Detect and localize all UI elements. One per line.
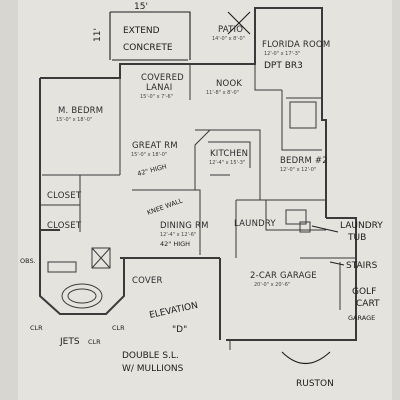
master-bedroom-dimension: 15'-0" x 18'-0" (56, 117, 92, 123)
patio-dimension: 14'-0" x 8'-0" (212, 36, 245, 42)
clr-note-right: CLR (112, 324, 125, 332)
great-room-label: GREAT RM (132, 141, 178, 151)
garage-dimension: 20'-0" x 20'-6" (254, 282, 290, 288)
nook-label: NOOK (216, 79, 242, 89)
garage-note: GARAGE (348, 314, 375, 322)
florida-room-dimension: 12'-0" x 17'-3" (264, 51, 300, 57)
clr-note-left: CLR (30, 324, 43, 332)
stairs-note: STAIRS (346, 261, 378, 271)
bedroom-2-label: BEDRM #2 (280, 156, 328, 166)
interior-walls (40, 64, 326, 258)
bedroom-2-dimension: 12'-0" x 12'-0" (280, 167, 316, 173)
florida-room-label: FLORIDA ROOM (262, 40, 330, 50)
extension-depth-note: 11' (93, 28, 103, 42)
lanai-dimension: 15'-0" x 7'-6" (140, 94, 173, 100)
garage-label: 2-CAR GARAGE (250, 271, 317, 281)
extend-concrete-sketch (109, 11, 191, 61)
kitchen-label: KITCHEN (210, 149, 248, 159)
mullions-note: W/ MULLIONS (122, 364, 184, 374)
patio-label: PATIO (218, 25, 243, 35)
closet-2-label: CLOSET (47, 221, 82, 231)
ruston-note: RUSTON (296, 379, 334, 389)
garage-details (229, 257, 356, 365)
jets-note: JETS (59, 337, 80, 347)
extend-note: EXTEND (123, 26, 160, 36)
master-bath-bay (39, 230, 125, 315)
extension-width-note: 15' (134, 2, 148, 12)
master-bedroom-label: M. BEDRM (58, 106, 103, 116)
patio-strike (227, 11, 251, 35)
kitchen-dimension: 12'-4" x 15'-3" (209, 160, 245, 166)
double-sl-note: DOUBLE S.L. (122, 351, 179, 361)
dining-room-label: DINING RM (160, 221, 209, 231)
laundry-label: LAUNDRY (234, 219, 276, 229)
nook-dimension: 11'-8" x 8'-0" (206, 90, 239, 96)
jets-clr-note: CLR (88, 338, 101, 346)
laundry-tub-note-1: LAUNDRY (340, 221, 383, 231)
stairs-arrow (329, 261, 345, 266)
cart-note: CART (356, 299, 380, 309)
kitchen-counters (208, 141, 311, 233)
golf-note: GOLF (352, 287, 376, 297)
concrete-note: CONCRETE (123, 43, 173, 53)
cover-label: COVER (132, 276, 163, 286)
option-br3-note: DPT BR3 (264, 61, 303, 71)
obs-note: OBS. (20, 257, 36, 265)
dining-room-dimension: 12'-4" x 12'-6" (160, 232, 196, 238)
wall-height-note-2: 42" HIGH (160, 240, 190, 248)
lanai-label-2: LANAI (146, 83, 172, 93)
lanai-label-1: COVERED (141, 73, 184, 83)
laundry-tub-note-2: TUB (347, 233, 366, 243)
closet-1-label: CLOSET (47, 191, 82, 201)
laundry-tub-arrow (311, 225, 339, 233)
great-room-dimension: 15'-0" x 18'-0" (131, 152, 167, 158)
elevation-letter-note: "D" (172, 325, 187, 335)
